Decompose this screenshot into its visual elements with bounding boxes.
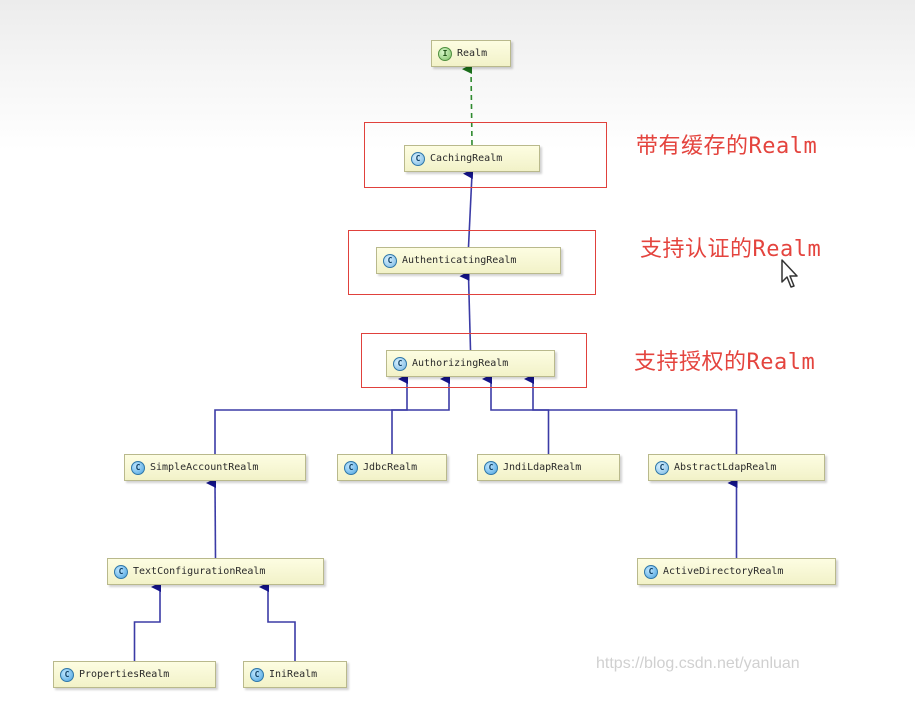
annotation-caching: 带有缓存的Realm (636, 134, 818, 159)
abstract-class-icon: C (393, 356, 407, 371)
node-ini-realm[interactable]: C IniRealm (243, 661, 347, 688)
edge-caching-to-realm (462, 63, 473, 146)
watermark-url: https://blog.csdn.net/yanluan (596, 655, 800, 672)
annotation-authorizing: 支持授权的Realm (634, 350, 816, 375)
node-jndi-ldap-realm[interactable]: C JndiLdapRealm (477, 454, 620, 481)
node-caching-realm[interactable]: C CachingRealm (404, 145, 540, 172)
class-icon: C (484, 460, 498, 475)
interface-icon: I (438, 46, 452, 61)
node-label: ActiveDirectoryRealm (663, 566, 784, 577)
annotation-authenticating: 支持认证的Realm (640, 237, 822, 262)
edge-ini-to-textconfig (259, 582, 296, 661)
node-jdbc-realm[interactable]: C JdbcRealm (337, 454, 447, 481)
abstract-class-icon: C (411, 151, 425, 166)
edge-authorizing-to-authenticating (459, 270, 472, 351)
node-label: AbstractLdapRealm (674, 462, 777, 473)
highlight-box-caching (364, 122, 607, 188)
node-label: TextConfigurationRealm (133, 566, 266, 577)
highlight-box-authenticating (348, 230, 596, 295)
node-label: PropertiesRealm (79, 669, 170, 680)
node-active-directory-realm[interactable]: C ActiveDirectoryRealm (637, 558, 836, 585)
abstract-class-icon: C (383, 253, 397, 268)
node-realm[interactable]: I Realm (431, 40, 511, 67)
edge-jdbc-to-authorizing (391, 374, 450, 454)
node-label: Realm (457, 48, 488, 59)
edge-authenticating-to-caching (463, 169, 474, 248)
mouse-cursor-icon (781, 259, 798, 288)
class-icon: C (131, 460, 145, 475)
edge-abstractldap-to-authorizing (524, 374, 738, 454)
node-properties-realm[interactable]: C PropertiesRealm (53, 661, 216, 688)
node-label: AuthenticatingRealm (402, 255, 517, 266)
node-label: AuthorizingRealm (412, 358, 509, 369)
class-icon: C (250, 667, 264, 682)
node-label: CachingRealm (430, 153, 503, 164)
node-label: JndiLdapRealm (503, 462, 582, 473)
highlight-box-authorizing (361, 333, 587, 388)
class-icon: C (344, 460, 358, 475)
edge-simpleaccount-to-authorizing (214, 374, 408, 454)
class-icon: C (114, 564, 128, 579)
class-icon: C (60, 667, 74, 682)
abstract-class-icon: C (655, 460, 669, 475)
node-label: IniRealm (269, 669, 318, 680)
node-label: JdbcRealm (363, 462, 418, 473)
node-label: SimpleAccountRealm (150, 462, 259, 473)
class-icon: C (644, 564, 658, 579)
node-authenticating-realm[interactable]: C AuthenticatingRealm (376, 247, 561, 274)
edge-properties-to-textconfig (133, 582, 161, 661)
edge-jndildap-to-authorizing (482, 374, 550, 454)
node-authorizing-realm[interactable]: C AuthorizingRealm (386, 350, 555, 377)
node-text-configuration-realm[interactable]: C TextConfigurationRealm (107, 558, 324, 585)
node-abstract-ldap-realm[interactable]: C AbstractLdapRealm (648, 454, 825, 481)
edge-textconfig-to-simpleaccount (206, 477, 217, 559)
node-simple-account-realm[interactable]: C SimpleAccountRealm (124, 454, 306, 481)
